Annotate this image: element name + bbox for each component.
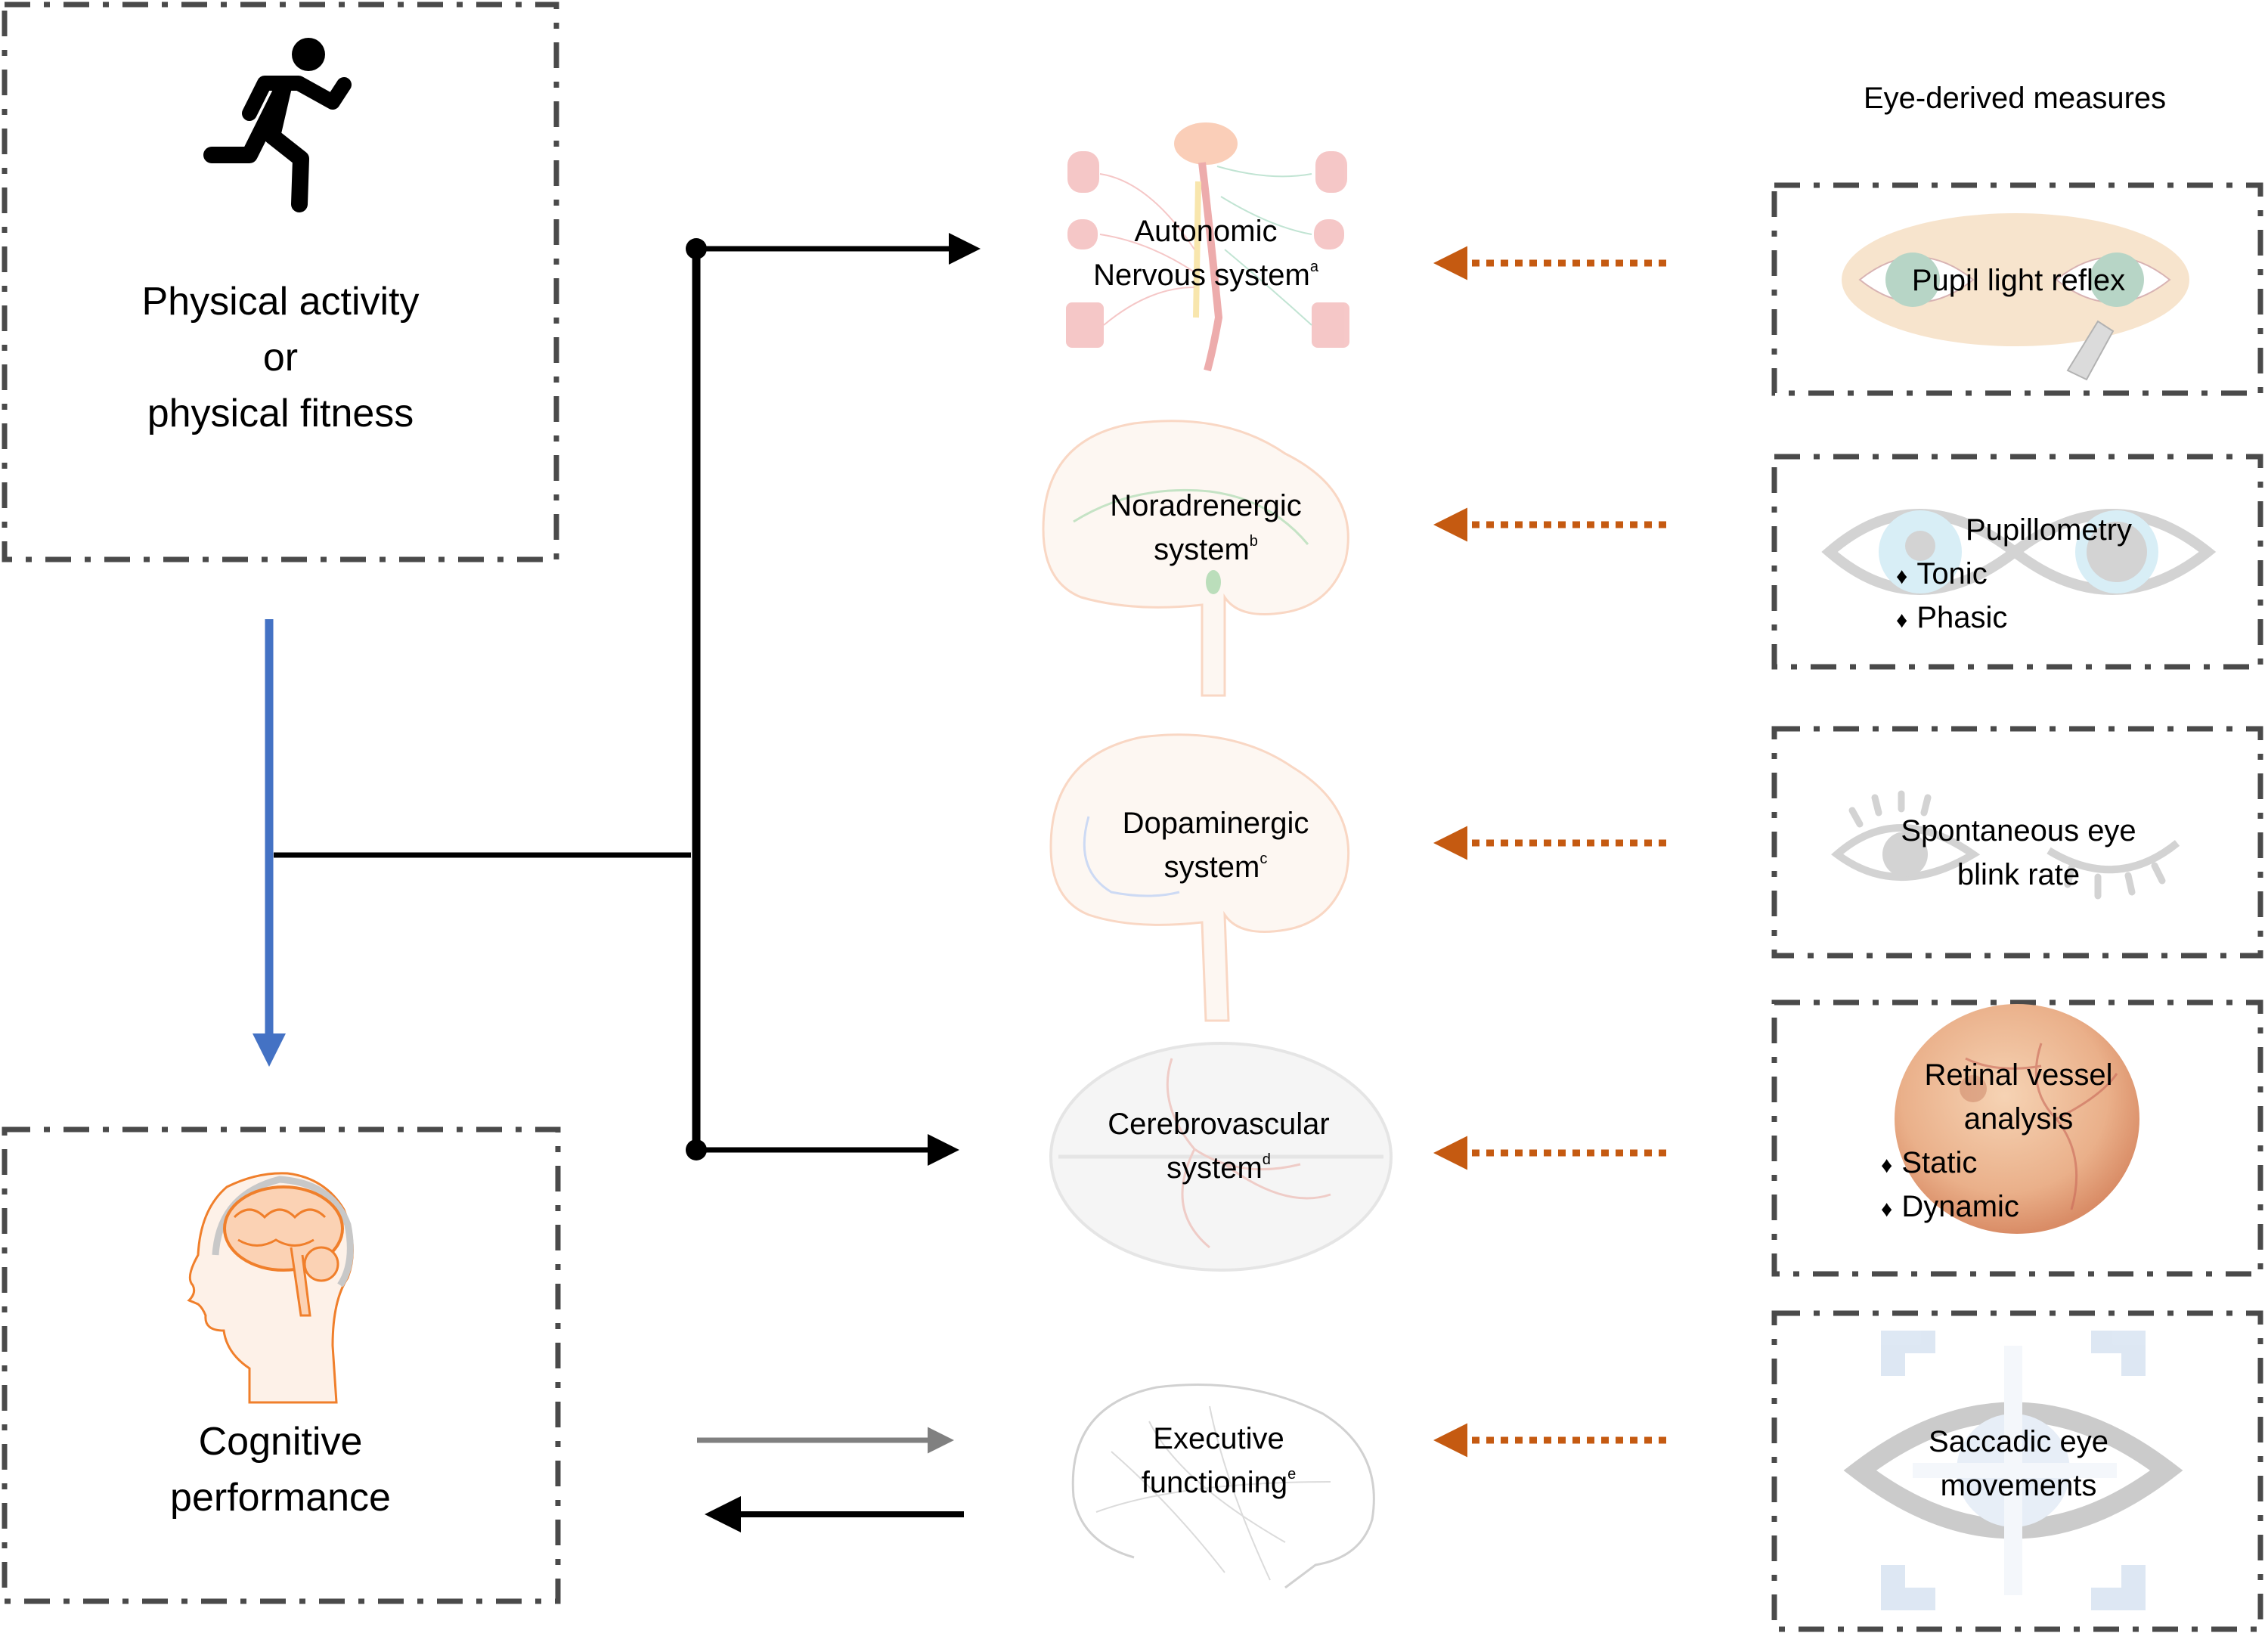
- footnote-marker: b: [1249, 533, 1258, 550]
- retinal-line2: analysis: [1963, 1102, 2074, 1136]
- eye-tracking-icon: [1843, 1331, 2183, 1610]
- bullet-text: Phasic: [1916, 601, 2008, 634]
- eye-link-arrows: [1433, 246, 1666, 1458]
- eye-measure-pupil-light-reflex: Pupil light reflex: [1911, 264, 2126, 297]
- outcome-line-2: performance: [170, 1476, 391, 1520]
- bullet-text: Static: [1901, 1146, 1978, 1179]
- blinking-eye-icon: [1831, 790, 2180, 900]
- bullet-text: Tonic: [1916, 557, 1988, 590]
- mechanism-autonomic-line2: Nervous systema: [1055, 253, 1357, 297]
- pupillometry-bullet-phasic: ♦ Phasic: [1896, 596, 2007, 643]
- mechanism-text: Nervous system: [1093, 259, 1310, 292]
- diamond-bullet-icon: ♦: [1881, 1153, 1893, 1178]
- diamond-bullet-icon: ♦: [1896, 564, 1908, 589]
- eyes-penlight-icon: [1842, 213, 2189, 381]
- pupillometry-bullet-tonic: ♦ Tonic: [1896, 552, 1988, 599]
- mechanism-dopaminergic-line1: Dopaminergic: [1122, 807, 1309, 840]
- blink-rate-line1: Spontaneous eye: [1901, 814, 2136, 847]
- saccades-line1: Saccadic eye: [1929, 1425, 2108, 1458]
- retinal-bullet-static: ♦ Static: [1881, 1141, 1977, 1188]
- eye-box-blink-rate: [1771, 726, 2263, 959]
- eye-measure-blink-rate: Spontaneous eye blink rate: [1830, 809, 2208, 897]
- mechanism-text: system: [1163, 851, 1260, 884]
- mechanism-noradrenergic-line1: Noradrenergic: [1110, 489, 1302, 522]
- mechanism-text: system: [1167, 1151, 1263, 1185]
- noradrenergic-brain-illustration: [1042, 420, 1349, 697]
- running-person-icon: [203, 38, 352, 212]
- exposure-label: Physical activity or physical fitness: [42, 274, 519, 442]
- mechanism-dopaminergic: Dopaminergic systemc: [1064, 801, 1367, 889]
- mechanism-noradrenergic: Noradrenergic systemb: [1055, 484, 1357, 572]
- outcome-label: Cognitive performance: [42, 1414, 519, 1526]
- mediation-connector: [274, 233, 981, 1166]
- diamond-bullet-icon: ♦: [1881, 1197, 1893, 1222]
- connector-node-top: [686, 238, 707, 259]
- eye-box-retinal-vessel: [1771, 999, 2263, 1277]
- saccades-line2: movements: [1940, 1469, 2097, 1502]
- exposure-line-3: physical fitness: [147, 392, 414, 435]
- mechanism-cerebrovascular-line1: Cerebrovascular: [1108, 1108, 1330, 1141]
- footnote-marker: c: [1259, 851, 1268, 867]
- outcome-line-1: Cognitive: [198, 1420, 363, 1464]
- cerebrovascular-brain-illustration: [1049, 1042, 1393, 1272]
- executive-functioning-brain-illustration: [1071, 1384, 1375, 1589]
- diamond-bullet-icon: ♦: [1896, 608, 1908, 633]
- exposure-box: [2, 2, 559, 562]
- autonomic-nervous-system-illustration: [1066, 122, 1349, 372]
- mechanism-executive-line1: Executive: [1153, 1422, 1284, 1455]
- connector-node-bottom: [686, 1139, 707, 1160]
- mechanism-cerebrovascular: Cerebrovascular systemd: [1067, 1102, 1370, 1190]
- footnote-marker: a: [1309, 259, 1318, 275]
- eye-box-pupil-light-reflex: [1771, 182, 2263, 396]
- mechanism-noradrenergic-line2: systemb: [1055, 528, 1357, 572]
- brain-head-icon: [187, 1172, 354, 1404]
- eye-measure-saccades: Saccadic eye movements: [1830, 1420, 2208, 1508]
- mechanism-cerebrovascular-line2: systemd: [1067, 1146, 1370, 1190]
- eye-box-pupillometry: [1771, 454, 2263, 670]
- exposure-line-2: or: [262, 336, 299, 380]
- mechanism-text: functioning: [1141, 1466, 1288, 1499]
- footnote-marker: e: [1287, 1466, 1297, 1483]
- pupils-icon: [1821, 509, 2217, 595]
- eye-box-saccades: [1771, 1310, 2263, 1632]
- dopaminergic-brain-illustration: [1049, 733, 1350, 1022]
- eye-measure-retinal-vessel: Retinal vessel analysis: [1830, 1053, 2208, 1141]
- outcome-box: [2, 1126, 561, 1604]
- exposure-line-1: Physical activity: [141, 280, 420, 324]
- bullet-text: Dynamic: [1901, 1190, 2019, 1223]
- mechanism-autonomic-line1: Autonomic: [1134, 215, 1278, 248]
- footnote-marker: d: [1262, 1151, 1271, 1168]
- mechanism-executive: Executive functioninge: [1067, 1417, 1370, 1504]
- blink-rate-line2: blink rate: [1957, 858, 2081, 891]
- mechanism-executive-line2: functioninge: [1067, 1461, 1370, 1504]
- mechanism-autonomic: Autonomic Nervous systema: [1055, 209, 1357, 297]
- retinal-bullet-dynamic: ♦ Dynamic: [1881, 1185, 2019, 1232]
- eye-measure-pupillometry: Pupillometry: [1965, 513, 2133, 547]
- retina-fundus-icon: [1895, 1004, 2139, 1234]
- retinal-line1: Retinal vessel: [1924, 1058, 2113, 1092]
- eye-measures-header: Eye-derived measures: [1864, 82, 2167, 115]
- mechanism-text: system: [1154, 533, 1250, 566]
- mechanism-dopaminergic-line2: systemc: [1064, 845, 1367, 889]
